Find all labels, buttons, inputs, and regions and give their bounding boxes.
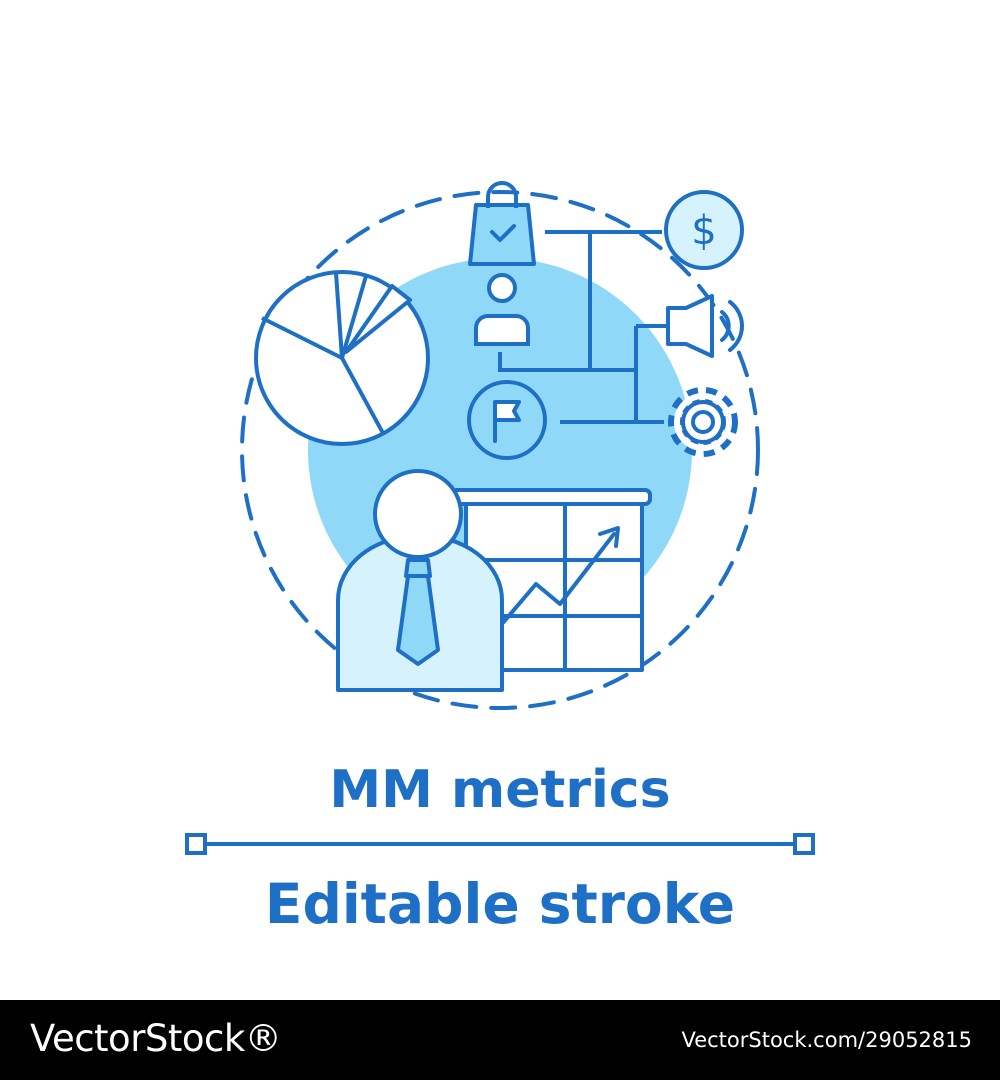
pie-chart-icon: [254, 270, 430, 446]
user-icon: [474, 273, 530, 346]
footer-bar: VectorStock® VectorStock.com/29052815: [0, 1000, 1000, 1080]
divider-line: [185, 833, 815, 855]
vectorstock-logo[interactable]: VectorStock®: [30, 1017, 282, 1060]
title: MM metrics: [329, 760, 671, 820]
image-url[interactable]: VectorStock.com/29052815: [681, 1028, 972, 1052]
divider-handle-left: [185, 833, 207, 855]
connector-lines: [498, 230, 666, 424]
subtitle: Editable stroke: [264, 872, 736, 936]
divider-handle-right: [793, 833, 815, 855]
speaker-icon: [666, 294, 744, 358]
flag-icon: [467, 380, 547, 460]
dollar-coin-icon: $: [664, 190, 744, 270]
dashed-ring: [240, 190, 760, 710]
mm-metrics-illustration: $: [240, 181, 760, 710]
svg-text:$: $: [691, 208, 716, 254]
shopping-bag-icon: [468, 181, 536, 266]
gear-icon: [668, 387, 738, 457]
businessman-icon: [336, 469, 505, 692]
